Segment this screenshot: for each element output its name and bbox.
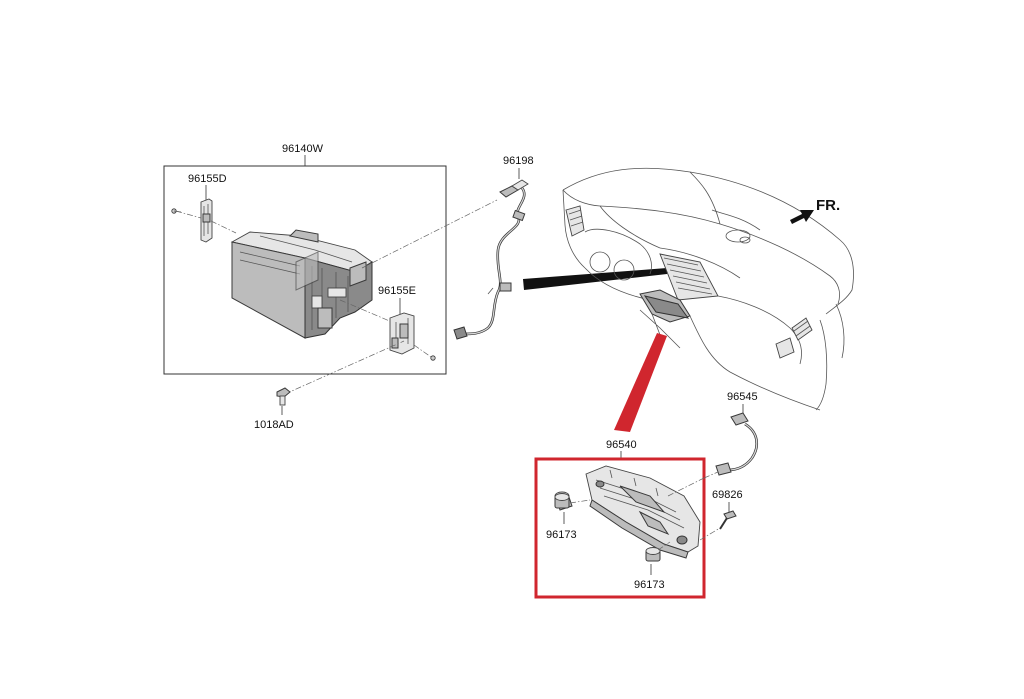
- label-bracket-right: 96155E: [378, 285, 416, 297]
- bolt-part: [276, 387, 291, 406]
- screw-right-bracket: [430, 355, 436, 361]
- leader-band: [523, 268, 667, 290]
- label-front-direction: FR.: [816, 197, 840, 214]
- label-knob-right: 96173: [634, 579, 665, 591]
- label-control-panel: 96540: [606, 439, 637, 451]
- screw-part: [719, 510, 737, 530]
- label-head-unit: 96140W: [282, 143, 324, 155]
- label-knob-left: 96173: [546, 529, 577, 541]
- dashboard-illustration: [562, 167, 854, 411]
- antenna-cable-part: [453, 179, 529, 340]
- label-bracket-left: 96155D: [188, 173, 227, 185]
- head-unit-part: [230, 229, 373, 339]
- bracket-left-part: [200, 198, 213, 243]
- control-panel-highlight-box: [534, 457, 706, 599]
- knob-left-part: [554, 491, 573, 511]
- control-panel-part: [585, 465, 701, 559]
- front-arrow-icon: [790, 210, 814, 224]
- label-bolt: 1018AD: [254, 419, 294, 431]
- label-antenna-cable: 96198: [503, 155, 534, 167]
- bracket-right-part: [389, 312, 415, 355]
- wiring-part: [715, 412, 759, 476]
- knob-right-part: [645, 547, 661, 562]
- label-wiring: 96545: [727, 391, 758, 403]
- callout-band: [614, 333, 667, 432]
- label-screw: 69826: [712, 489, 743, 501]
